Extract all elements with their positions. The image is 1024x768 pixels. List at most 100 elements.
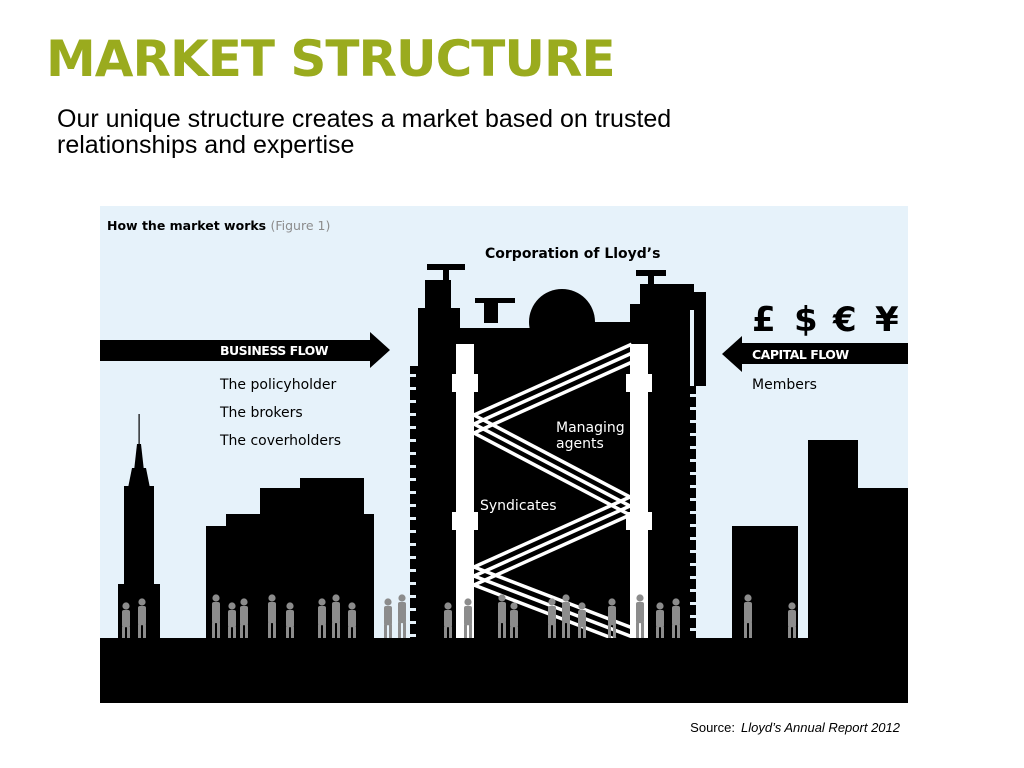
managing-agents-line1: Managing (556, 420, 625, 436)
escalator-line (471, 512, 633, 588)
person-silhouette (510, 602, 518, 642)
building-rung (410, 621, 416, 624)
building-rung (410, 543, 416, 546)
building-rung (690, 537, 696, 540)
building-rung (410, 504, 416, 507)
person-silhouette (444, 602, 452, 642)
person-silhouette (318, 598, 326, 642)
building-rung (690, 615, 696, 618)
building-rung (690, 394, 696, 397)
figure-heading: How the market works (Figure 1) (107, 218, 330, 233)
figure-heading-text: How the market works (107, 218, 266, 233)
person-silhouette (636, 594, 644, 641)
yen-symbol: ¥ (875, 300, 899, 340)
euro-symbol: € (832, 300, 857, 340)
building-rung (410, 400, 416, 403)
building-rung (690, 550, 696, 553)
syndicates-label: Syndicates (480, 498, 557, 514)
building-rung (690, 576, 696, 579)
lloyds-building: Managing agents Syndicates (410, 264, 706, 648)
currency-symbols: £ $ € ¥ (752, 300, 899, 340)
right-buildings (732, 440, 908, 650)
building-rung (410, 465, 416, 468)
escalator-line (471, 360, 633, 436)
person-silhouette (562, 594, 570, 641)
building-rung (410, 387, 416, 390)
building-rung (690, 602, 696, 605)
person-silhouette (348, 602, 356, 642)
building-rung (410, 491, 416, 494)
person-silhouette (788, 602, 796, 642)
person-silhouette (608, 598, 616, 642)
person-silhouette (138, 598, 146, 642)
person-silhouette (332, 594, 340, 641)
person-silhouette (672, 598, 680, 642)
building-rung (410, 374, 416, 377)
building-rung (690, 433, 696, 436)
escalator-line (471, 421, 633, 509)
building-rung (690, 459, 696, 462)
source-reference: Lloyd’s Annual Report 2012 (740, 720, 900, 735)
building-rung (410, 530, 416, 533)
building-rung (690, 472, 696, 475)
escalator-line (471, 412, 633, 500)
building-rung (690, 524, 696, 527)
person-silhouette (578, 602, 586, 642)
escalator-line (471, 564, 633, 630)
person-silhouette (228, 602, 236, 642)
building-label: Corporation of Lloyd’s (485, 246, 660, 262)
capital-flow-item: Members (752, 377, 817, 393)
building-rung (690, 446, 696, 449)
pound-symbol: £ (752, 300, 776, 340)
building-rung (410, 582, 416, 585)
escalator-line (471, 342, 633, 418)
building-rung (690, 420, 696, 423)
building-rung (410, 569, 416, 572)
escalator-line (471, 430, 633, 518)
market-figure: How the market works (Figure 1) Corporat… (100, 206, 908, 703)
person-silhouette (268, 594, 276, 641)
business-flow-item: The coverholders (219, 433, 341, 449)
business-flow-list: The policyholder The brokers The coverho… (219, 377, 341, 449)
people-silhouettes (122, 594, 796, 642)
left-rungs (410, 374, 416, 637)
slide-subtitle: Our unique structure creates a market ba… (57, 105, 672, 159)
person-silhouette (212, 594, 220, 641)
building-rung (690, 485, 696, 488)
building-rung (410, 595, 416, 598)
lift-towers (452, 344, 652, 644)
person-silhouette (656, 602, 664, 642)
person-silhouette (744, 594, 752, 641)
managing-agents-line2: agents (556, 436, 604, 452)
building-rung (690, 498, 696, 501)
escalator-line (471, 494, 633, 570)
building-rung (410, 439, 416, 442)
building-rung (690, 628, 696, 631)
building-rung (410, 478, 416, 481)
building-rung (690, 511, 696, 514)
person-silhouette (384, 598, 392, 642)
dollar-symbol: $ (794, 300, 818, 340)
person-silhouette (498, 594, 506, 641)
business-flow-label: BUSINESS FLOW (220, 343, 329, 358)
building-rung (690, 407, 696, 410)
person-silhouette (286, 602, 294, 642)
building-rung (410, 634, 416, 637)
source-note: Source:Lloyd’s Annual Report 2012 (690, 720, 900, 735)
person-silhouette (122, 602, 130, 642)
business-flow-item: The brokers (219, 405, 303, 421)
person-silhouette (464, 598, 472, 642)
right-rungs (690, 394, 696, 631)
person-silhouette (398, 594, 406, 641)
building-rung (410, 608, 416, 611)
person-silhouette (548, 598, 556, 642)
building-rung (410, 426, 416, 429)
business-flow-arrow: BUSINESS FLOW (100, 332, 390, 368)
building-rung (690, 563, 696, 566)
capital-flow-arrow: CAPITAL FLOW (722, 336, 908, 372)
building-rung (410, 517, 416, 520)
ground (100, 638, 908, 703)
person-silhouette (240, 598, 248, 642)
building-rung (410, 452, 416, 455)
slide-title: MARKET STRUCTURE (46, 30, 616, 88)
